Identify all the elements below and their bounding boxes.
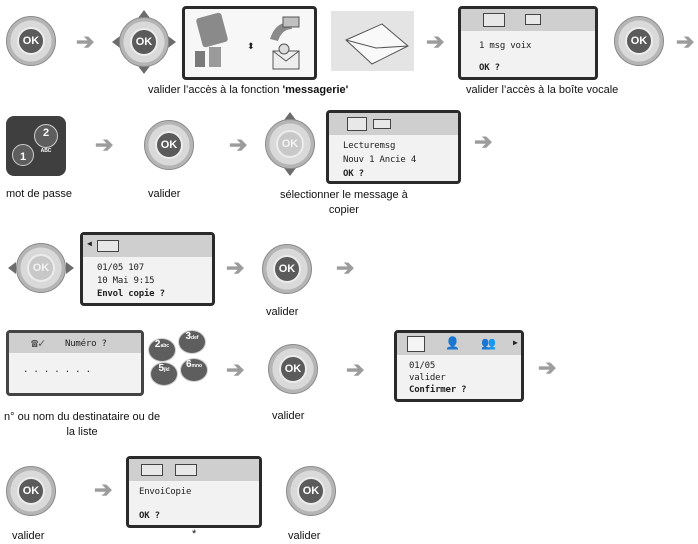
ok-label: OK	[279, 355, 307, 383]
nav-ok-button[interactable]: OK	[8, 236, 74, 300]
nav-ok-button[interactable]: OK	[112, 10, 176, 74]
screen-line: Confirmer ?	[409, 385, 467, 395]
ok-label: OK	[273, 255, 301, 283]
arrow-icon: ➔	[226, 357, 245, 382]
ok-button[interactable]: OK	[6, 466, 56, 516]
screen-line: Envol copie ?	[97, 289, 165, 299]
screen-line: 01/05 107	[97, 263, 144, 273]
arrow-icon: ➔	[474, 129, 493, 154]
caption-voicebox: valider l’accès à la boîte vocale	[466, 84, 619, 96]
copy-message-screen: ◀ 01/05 107 10 Mai 9:15 Envol copie ?	[80, 232, 215, 306]
number-entry-screen: ☎✓ Numéro ? . . . . . . .	[6, 330, 144, 396]
screen-line: valider	[409, 373, 446, 383]
screen-line: . . . . . . .	[23, 365, 91, 375]
cassette-icon	[347, 117, 367, 131]
group-icon: 👥	[481, 336, 496, 350]
send-copy-screen: EnvoiCopie OK ?	[126, 456, 262, 528]
arrow-icon: ➔	[336, 255, 355, 280]
arrow-icon: ➔	[676, 29, 695, 54]
caption-validate: valider	[12, 530, 45, 542]
ok-label: OK	[297, 477, 325, 505]
confirm-screen: 👤 👥 ▶ 01/05 valider Confirmer ?	[394, 330, 524, 402]
ok-label: OK	[130, 28, 158, 56]
arrow-icon: ➔	[226, 255, 245, 280]
checkbox-icon	[407, 336, 425, 352]
ok-button[interactable]: OK	[268, 344, 318, 394]
user-icon: 👤	[445, 336, 460, 350]
ok-button[interactable]: OK	[144, 120, 194, 170]
message-list-icon	[97, 240, 119, 252]
nav-ok-button[interactable]: OK	[258, 112, 322, 176]
screen-line: EnvoiCopie	[139, 487, 192, 497]
screen-line: OK ?	[139, 511, 160, 521]
read-message-screen: Lecturemsg Nouv 1 Ancie 4 OK ?	[326, 110, 461, 184]
screen-line: 10 Mai 9:15	[97, 276, 155, 286]
ok-label: OK	[17, 27, 45, 55]
ok-button[interactable]: OK	[286, 466, 336, 516]
screen-line: Nouv 1 Ancie 4	[343, 155, 417, 165]
caption-validate: valider	[266, 306, 299, 318]
caption-validate: valider	[288, 530, 321, 542]
envelope-icon	[330, 10, 415, 72]
arrow-icon: ➔	[229, 132, 248, 157]
caption-validate: valider	[272, 410, 305, 422]
screen-line: 1 msg voix	[479, 41, 532, 51]
phone-icon: ☎✓	[31, 336, 46, 350]
arrow-icon: ➔	[346, 357, 365, 382]
caption-password: mot de passe	[6, 188, 73, 200]
ok-label: OK	[276, 130, 304, 158]
ok-button[interactable]: OK	[6, 16, 56, 66]
record-icon	[175, 464, 197, 476]
function-menu-screen: ⬍	[182, 6, 317, 80]
keypad-icon: 2abc 3def 5jkl 6mno	[146, 326, 212, 392]
caption-messaging: valider l’accès à la fonction 'messageri…	[148, 84, 349, 96]
caption-asterisk: *	[192, 528, 197, 540]
svg-text:⬍: ⬍	[247, 42, 255, 52]
screen-line: OK ?	[343, 169, 364, 179]
screen-line: Numéro ?	[65, 339, 107, 349]
arrow-icon: ➔	[538, 355, 557, 380]
message-list-icon	[373, 119, 391, 129]
arrow-icon: ➔	[76, 29, 95, 54]
function-icons: ⬍	[195, 12, 300, 70]
arrow-icon: ➔	[94, 477, 113, 502]
screen-line: Lecturemsg	[343, 141, 396, 151]
cassette-icon	[483, 13, 505, 27]
message-list-icon	[141, 464, 163, 476]
arrow-icon: ➔	[95, 132, 114, 157]
screen-line: 01/05	[409, 361, 436, 371]
voicebox-screen: 1 msg voix OK ?	[458, 6, 598, 80]
ok-label: OK	[27, 254, 55, 282]
ok-button[interactable]: OK	[262, 244, 312, 294]
ok-label: OK	[17, 477, 45, 505]
screen-line: OK ?	[479, 63, 500, 73]
arrow-icon: ➔	[426, 29, 445, 54]
caption-validate: valider	[148, 188, 181, 200]
ok-label: OK	[625, 27, 653, 55]
ok-button[interactable]: OK	[614, 16, 664, 66]
ok-label: OK	[155, 131, 183, 159]
mail-icon	[525, 14, 541, 25]
